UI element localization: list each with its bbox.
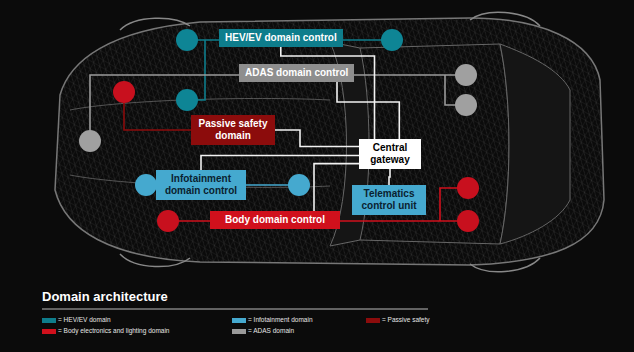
gateway-link <box>275 130 359 147</box>
ecu-circle <box>288 174 310 196</box>
domain-box: ADAS domain control <box>239 64 354 82</box>
legend-swatch <box>232 329 246 334</box>
connector-line <box>281 47 375 139</box>
legend-text: = ADAS domain <box>248 327 294 334</box>
ecu-circle <box>176 29 198 51</box>
connector-line <box>275 130 359 147</box>
box-label: Central gateway <box>365 142 415 166</box>
wheel-arch <box>120 12 540 271</box>
legend-swatch <box>42 329 56 334</box>
legend-text: = HEV/EV domain <box>58 316 111 323</box>
box-label: ADAS domain control <box>245 67 348 79</box>
ecu-circle <box>157 210 179 232</box>
legend-swatch <box>366 318 380 323</box>
ecu-circle <box>381 29 403 51</box>
connector-line <box>201 156 359 171</box>
diagram-title: Domain architecture <box>42 289 168 304</box>
legend-text: = Infotainment domain <box>248 316 313 323</box>
box-label: HEV/EV domain control <box>225 32 337 44</box>
legend-text: = Passive safety <box>382 316 430 323</box>
domain-box: Passive safety domain <box>191 115 275 145</box>
ecu-circle <box>457 177 479 199</box>
legend-item: = ADAS domain <box>232 327 294 335</box>
ecu-circle <box>113 81 135 103</box>
legend-text: = Body electronics and lighting domain <box>58 327 169 334</box>
legend-item: = Body electronics and lighting domain <box>42 327 169 335</box>
title-rule <box>42 309 428 310</box>
gateway-link <box>201 156 359 171</box>
adas-wire <box>90 75 466 141</box>
control-unit-box: Telematics control unit <box>352 185 426 215</box>
legend-item: = Passive safety <box>366 316 430 324</box>
gateway-link <box>281 47 375 139</box>
box-label: Body domain control <box>216 214 334 226</box>
gateway-link <box>337 82 399 139</box>
legend-swatch <box>232 318 246 323</box>
domain-box: HEV/EV domain control <box>219 29 343 47</box>
gateway-link <box>389 169 390 185</box>
legend-swatch <box>42 318 56 323</box>
domain-box: Infotainment domain control <box>156 170 246 200</box>
ecu-circle <box>455 94 477 116</box>
ecu-wires <box>90 40 468 221</box>
legend-item: = Infotainment domain <box>232 316 313 324</box>
ecu-circle <box>455 64 477 86</box>
box-label: Infotainment domain control <box>162 173 240 197</box>
ecu-circle <box>79 130 101 152</box>
domain-box: Body domain control <box>210 211 340 229</box>
ecu-circle <box>135 174 157 196</box>
box-label: Telematics control unit <box>358 188 420 212</box>
ecu-circle <box>176 89 198 111</box>
connector-line <box>389 169 390 185</box>
ecu-circles <box>79 29 479 232</box>
gateway-box: Central gateway <box>359 139 421 169</box>
box-label: Passive safety domain <box>197 118 269 142</box>
ecu-circle <box>457 210 479 232</box>
legend-item: = HEV/EV domain <box>42 316 111 324</box>
hev-wire <box>187 40 392 100</box>
connector-line <box>337 82 399 139</box>
car-body <box>55 18 604 265</box>
rear-window <box>500 44 570 244</box>
